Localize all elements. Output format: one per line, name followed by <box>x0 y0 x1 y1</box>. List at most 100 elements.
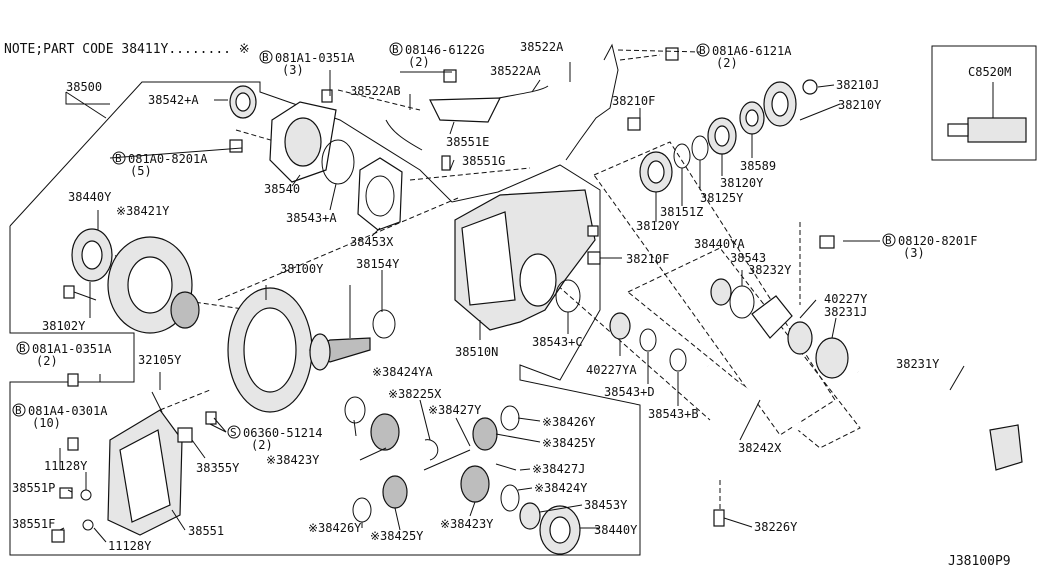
oring-38543 <box>729 285 755 319</box>
bearing-38231j <box>815 337 849 379</box>
seal-38453y <box>519 502 541 530</box>
label-38453y: 38453Y <box>584 498 628 512</box>
bolt-08120 <box>819 235 835 249</box>
plug-38210f-top <box>627 117 641 131</box>
label-32105y: 32105Y <box>138 353 182 367</box>
seal-40227ya <box>609 312 631 340</box>
label-38522aa: 38522AA <box>490 64 541 78</box>
bolt-ref-6: B 081A1-0351A (2) <box>16 341 112 368</box>
bolt-38102y <box>63 285 97 301</box>
ring-gear-38100y <box>227 287 371 413</box>
gasket-38540 <box>269 101 337 183</box>
washer-38426y-b <box>352 497 372 523</box>
svg-text:(2): (2) <box>251 438 273 452</box>
washer-38426y-r <box>500 405 520 431</box>
label-38510n: 38510N <box>455 345 498 359</box>
seal-38440ya <box>710 278 732 306</box>
svg-text:B: B <box>699 44 706 57</box>
label-38355y: 38355Y <box>196 461 240 475</box>
label-38151z: 38151Z <box>660 205 703 219</box>
diagram-code: J38100P9 <box>948 554 1011 569</box>
shaft-38427y <box>423 449 471 471</box>
label-38522ab: 38522AB <box>350 84 401 98</box>
label-38425y-b: ※38425Y <box>370 529 424 543</box>
bolt-32105y <box>151 391 163 413</box>
oring-38543d <box>639 328 657 352</box>
bolt-081a1-2 <box>67 373 79 387</box>
pinion-gear-38425y-r <box>472 417 498 451</box>
bolt-081a0 <box>229 139 243 153</box>
label-38543a: 38543+A <box>286 211 337 225</box>
label-38120y-a: 38120Y <box>720 176 764 190</box>
carrier-38510n <box>454 189 599 331</box>
bolt-ref-1: B 081A1-0351A (3) <box>259 50 355 77</box>
seal-38589 <box>739 101 765 135</box>
pinion-gear-38425y-b <box>382 475 408 509</box>
bearing-38440y-b <box>539 505 581 555</box>
svg-text:08120-8201F: 08120-8201F <box>898 234 977 248</box>
bearing-38120y-a <box>707 117 737 155</box>
bracket-38355y <box>177 427 193 443</box>
inset-box: C8520M <box>931 45 1037 161</box>
label-38423y-b: ※38423Y <box>440 517 494 531</box>
label-38551e: 38551E <box>446 135 489 149</box>
label-38423y-l: ※38423Y <box>266 453 320 467</box>
bolt-38226y <box>713 509 725 527</box>
label-38102y: 38102Y <box>42 319 86 333</box>
label-38421y: ※38421Y <box>116 204 170 218</box>
part-labels: 38500 38542+A 38540 38543+A 38453X 38522… <box>12 40 940 553</box>
plug-38210f-mid <box>587 251 601 265</box>
label-38125y: 38125Y <box>700 191 744 205</box>
clip-38551g <box>441 155 451 171</box>
label-38540: 38540 <box>264 182 300 196</box>
svg-text:B: B <box>15 404 22 417</box>
label-38551: 38551 <box>188 524 224 538</box>
label-38426y-r: ※38426Y <box>542 415 596 429</box>
svg-text:B: B <box>262 51 269 64</box>
label-38242x: 38242X <box>738 441 782 455</box>
washer-11128y-b <box>82 519 94 531</box>
shim-38154y <box>372 309 396 339</box>
svg-text:S: S <box>230 426 237 439</box>
oring-38543b <box>669 348 687 372</box>
part-code-note: NOTE;PART CODE 38411Y........ ※ <box>4 42 250 57</box>
retainer-38232y <box>751 295 793 339</box>
svg-text:081A1-0351A: 081A1-0351A <box>32 342 112 356</box>
washer-38424y <box>500 484 520 512</box>
label-38210y: 38210Y <box>838 98 882 112</box>
plug-38551f <box>51 529 65 543</box>
nut-38210j <box>802 79 818 95</box>
plug-38551p <box>59 487 73 499</box>
svg-text:081A6-6121A: 081A6-6121A <box>712 44 792 58</box>
bolt-ref-3: B 081A6-6121A (2) <box>696 43 792 70</box>
pin-38225x <box>424 439 439 461</box>
label-38225x: ※38225X <box>388 387 442 401</box>
label-11128y-b: 11128Y <box>108 539 152 553</box>
hose-38522ab <box>385 119 423 151</box>
bolt-ref-2: B 08146-6122G (2) <box>389 42 484 69</box>
cover-38551 <box>107 409 183 536</box>
bolt-ref-5: B 08120-8201F (3) <box>882 233 977 260</box>
label-40227ya: 40227YA <box>586 363 637 377</box>
label-38543: 38543 <box>730 251 766 265</box>
label-38427j: ※38427J <box>532 462 585 476</box>
shaft-38242x <box>706 363 802 431</box>
bearing-38120y-b <box>639 151 673 193</box>
label-38551p: 38551P <box>12 481 55 495</box>
label-38543d: 38543+D <box>604 385 655 399</box>
svg-text:(2): (2) <box>408 55 430 69</box>
svg-text:(5): (5) <box>130 164 152 178</box>
label-38551g: 38551G <box>462 154 505 168</box>
washer-38424ya <box>344 396 366 424</box>
svg-text:06360-51214: 06360-51214 <box>243 426 322 440</box>
bolt-ref-7: B 081A4-0301A (10) <box>12 403 108 430</box>
label-38232y: 38232Y <box>748 263 792 277</box>
grease-tube <box>967 117 1027 143</box>
pinion-gear-38423y-l <box>370 413 400 451</box>
label-38231y: 38231Y <box>896 357 940 371</box>
label-38210f-mid: 38210F <box>626 252 669 266</box>
label-38425y-r: ※38425Y <box>542 436 596 450</box>
svg-text:B: B <box>115 152 122 165</box>
oring-38543a <box>321 139 355 185</box>
